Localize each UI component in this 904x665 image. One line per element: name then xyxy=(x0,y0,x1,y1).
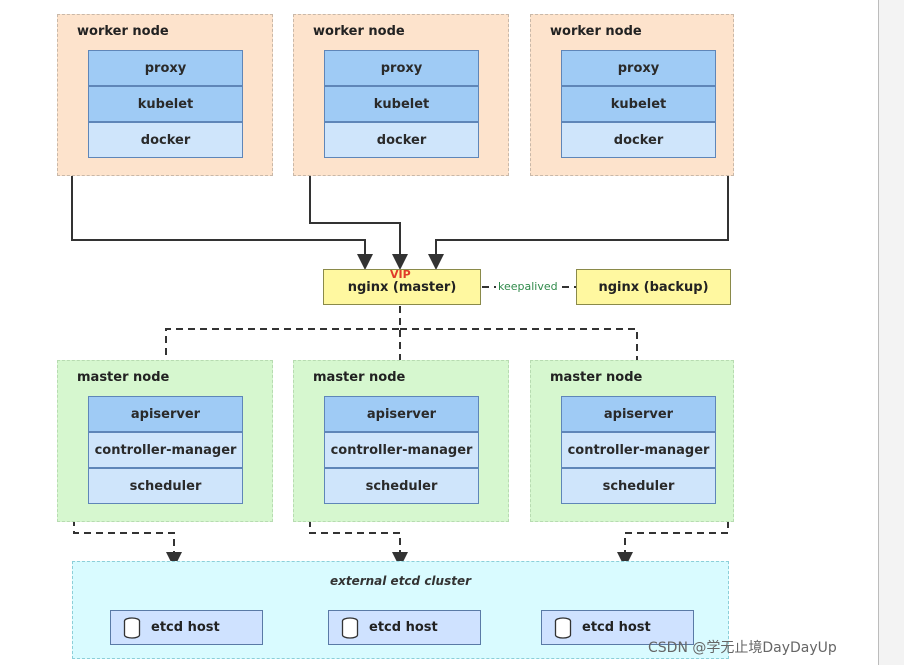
etcd-host-label: etcd host xyxy=(151,620,220,635)
etcd-host-2: etcd host xyxy=(328,610,481,645)
master-node-title: master node xyxy=(313,370,406,385)
docker-component: docker xyxy=(324,122,479,158)
etcd-host-label: etcd host xyxy=(369,620,438,635)
database-icon xyxy=(554,616,572,639)
worker-node-title: worker node xyxy=(313,24,405,39)
worker-node-2: worker node proxy kubelet docker xyxy=(293,14,509,176)
proxy-component: proxy xyxy=(561,50,716,86)
worker-node-title: worker node xyxy=(77,24,169,39)
apiserver-component: apiserver xyxy=(88,396,243,432)
docker-component: docker xyxy=(88,122,243,158)
scheduler-component: scheduler xyxy=(324,468,479,504)
worker-node-1: worker node proxy kubelet docker xyxy=(57,14,273,176)
kubelet-component: kubelet xyxy=(88,86,243,122)
docker-component: docker xyxy=(561,122,716,158)
master1-to-etcd xyxy=(73,412,182,568)
scheduler-component: scheduler xyxy=(88,468,243,504)
kubelet-component: kubelet xyxy=(324,86,479,122)
nginx-master: nginx (master) xyxy=(323,269,481,305)
side-scrollbar[interactable] xyxy=(878,0,904,665)
keepalived-label: keepalived xyxy=(498,280,558,293)
worker-node-title: worker node xyxy=(550,24,642,39)
nginx-backup-label: nginx (backup) xyxy=(598,279,709,295)
etcd-host-1: etcd host xyxy=(110,610,263,645)
apiserver-component: apiserver xyxy=(324,396,479,432)
controller-manager-component: controller-manager xyxy=(561,432,716,468)
nginx-master-label: nginx (master) xyxy=(347,279,457,295)
etcd-cluster-label: external etcd cluster xyxy=(329,574,472,588)
nginx-backup: nginx (backup) xyxy=(576,269,731,305)
database-icon xyxy=(341,616,359,639)
database-icon xyxy=(123,616,141,639)
worker-node-3: worker node proxy kubelet docker xyxy=(530,14,734,176)
proxy-component: proxy xyxy=(324,50,479,86)
scheduler-component: scheduler xyxy=(561,468,716,504)
controller-manager-component: controller-manager xyxy=(88,432,243,468)
master-node-3: master node apiserver controller-manager… xyxy=(530,360,734,522)
controller-manager-component: controller-manager xyxy=(324,432,479,468)
master-node-1: master node apiserver controller-manager… xyxy=(57,360,273,522)
master2-to-etcd xyxy=(309,412,408,568)
kubelet-component: kubelet xyxy=(561,86,716,122)
vip-label: VIP xyxy=(390,268,411,281)
master-node-2: master node apiserver controller-manager… xyxy=(293,360,509,522)
master-node-title: master node xyxy=(550,370,643,385)
apiserver-component: apiserver xyxy=(561,396,716,432)
master-node-title: master node xyxy=(77,370,170,385)
etcd-host-3: etcd host xyxy=(541,610,694,645)
etcd-host-label: etcd host xyxy=(582,620,651,635)
proxy-component: proxy xyxy=(88,50,243,86)
master3-to-etcd xyxy=(617,412,729,568)
watermark: CSDN @学无止境DayDayUp xyxy=(648,640,837,656)
